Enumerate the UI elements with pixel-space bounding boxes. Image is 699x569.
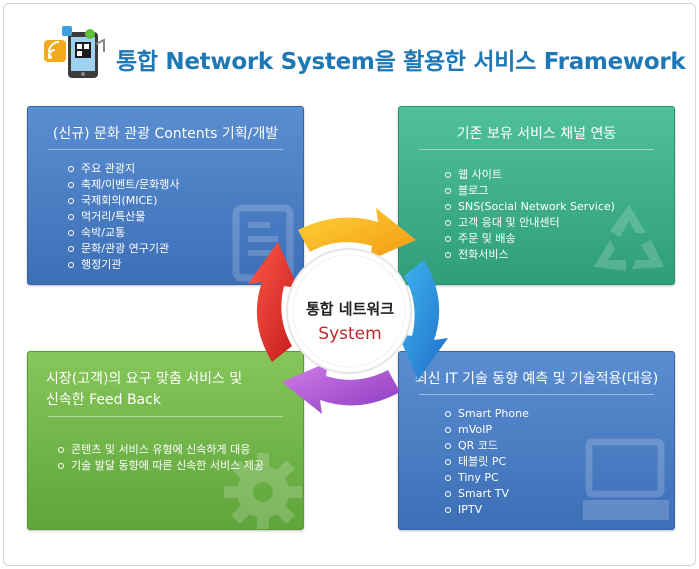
list-item: 주요 관광지 (66, 161, 180, 177)
list-item: IPTV (443, 502, 529, 518)
list-item: 콘텐츠 및 서비스 유형에 신속하게 대응 (56, 442, 264, 458)
list-item: 국제회의(MICE) (66, 193, 180, 209)
panel-title: 기존 보유 서비스 채널 연동 (456, 126, 617, 142)
panel-title-line1: 시장(고객)의 요구 맞춤 서비스 및 (46, 371, 243, 387)
cycle-arrow-red (248, 242, 298, 362)
panel-customer-feedback: 시장(고객)의 요구 맞춤 서비스 및 신속한 Feed Back 콘텐츠 및 … (27, 351, 304, 530)
list-item: Tiny PC (443, 470, 529, 486)
item-list: 웹 사이트 블로그 SNS(Social Network Service) 고객… (443, 167, 615, 263)
list-item: 웹 사이트 (443, 167, 615, 183)
panel-title-line2: 신속한 Feed Back (46, 392, 161, 408)
list-item: Smart TV (443, 486, 529, 502)
computer-monitor-icon (583, 438, 669, 520)
list-item: 숙박/교통 (66, 225, 180, 241)
cycle-arrow-yellow (298, 208, 416, 260)
panel-service-channels: 기존 보유 서비스 채널 연동 웹 사이트 블로그 SNS(Social Net… (398, 106, 675, 285)
list-item: 주문 및 배송 (443, 231, 615, 247)
smartphone-apps-icon (44, 26, 105, 78)
gear-icon (224, 453, 302, 529)
center-label: 통합 네트워크 (305, 300, 395, 318)
panel-title: 최신 IT 기술 동향 예측 및 기술적용(대응) (414, 371, 659, 387)
divider (419, 149, 654, 150)
divider (48, 149, 283, 150)
list-item: 블로그 (443, 183, 615, 199)
list-item: 기술 발달 동향에 따른 신속한 서비스 제공 (56, 458, 264, 474)
list-item: 전화서비스 (443, 247, 615, 263)
panel-contents-planning: (신규) 문화 관광 Contents 기획/개발 주요 관광지 축제/이벤트/… (27, 106, 304, 285)
list-item: SNS(Social Network Service) (443, 199, 615, 215)
list-item: Smart Phone (443, 406, 529, 422)
list-item: mVoIP (443, 422, 529, 438)
page-title: 통합 Network System을 활용한 서비스 Framework (116, 49, 686, 75)
panel-it-trends: 최신 IT 기술 동향 예측 및 기술적용(대응) Smart Phone mV… (398, 351, 675, 530)
list-item: 행정기관 (66, 257, 180, 273)
item-list: 주요 관광지 축제/이벤트/문화행사 국제회의(MICE) 먹거리/특산물 숙박… (66, 161, 180, 273)
item-list: 콘텐츠 및 서비스 유형에 신속하게 대응 기술 발달 동향에 따른 신속한 서… (56, 442, 264, 474)
list-item: QR 코드 (443, 438, 529, 454)
center-sublabel: System (318, 324, 382, 344)
panel-title: (신규) 문화 관광 Contents 기획/개발 (52, 126, 279, 142)
recycle-icon (594, 205, 664, 271)
list-item: 축제/이벤트/문화행사 (66, 177, 180, 193)
cycle-arrows (248, 208, 448, 414)
divider (419, 394, 654, 395)
divider (48, 416, 283, 417)
list-item: 태블릿 PC (443, 454, 529, 470)
cycle-arrow-blue (398, 260, 448, 380)
list-item: 고객 응대 및 안내센터 (443, 215, 615, 231)
item-list: Smart Phone mVoIP QR 코드 태블릿 PC Tiny PC S… (443, 406, 529, 518)
cycle-arrow-purple (282, 362, 400, 414)
list-item: 먹거리/특산물 (66, 209, 180, 225)
list-item: 문화/관광 연구기관 (66, 241, 180, 257)
